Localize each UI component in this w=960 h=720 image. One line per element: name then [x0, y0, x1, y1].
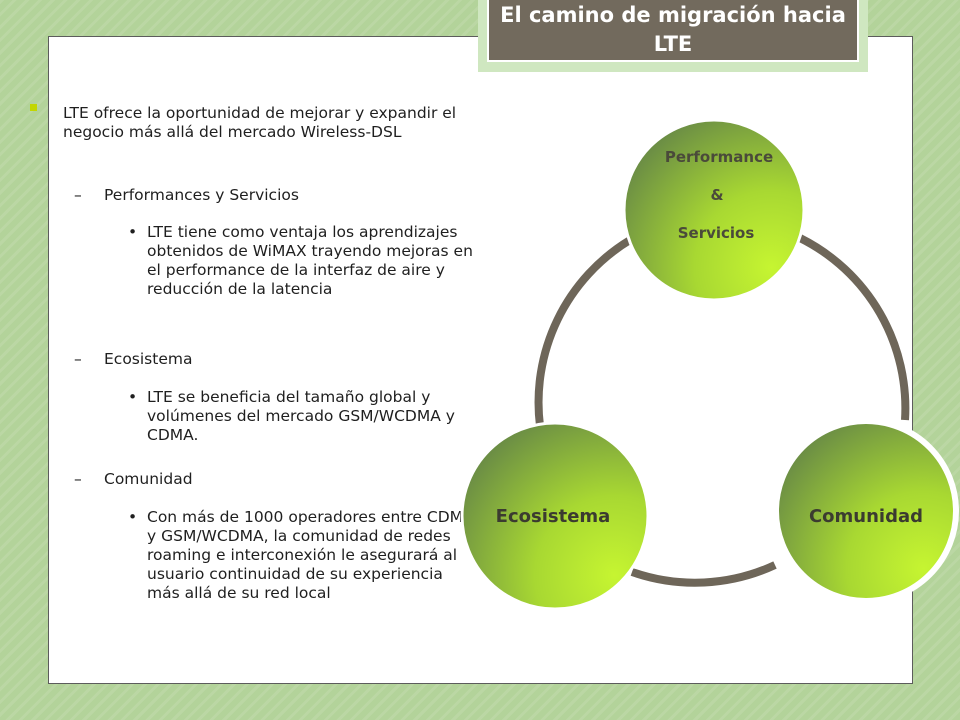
node-performance-line1: Performance — [665, 148, 773, 166]
slide-title: El camino de migración hacia LTE — [487, 0, 859, 62]
node-performance-line3: Servicios — [678, 224, 755, 242]
node-comunidad: Comunidad — [773, 418, 959, 604]
dot-bullet-icon: • — [128, 508, 138, 526]
title-frame: El camino de migración hacia LTE — [478, 0, 868, 72]
section-detail-comunidad: Con más de 1000 operadores entre CDMA y … — [147, 508, 474, 602]
dash-bullet-icon: – — [74, 470, 82, 488]
section-heading-ecosistema: Ecosistema — [104, 350, 193, 368]
node-performance-line2: & — [710, 186, 723, 204]
section-detail-performance: LTE tiene como ventaja los aprendizajes … — [147, 223, 473, 298]
dash-bullet-icon: – — [74, 186, 82, 204]
node-performance: Performance & Servicios — [622, 118, 806, 302]
node-comunidad-label: Comunidad — [809, 506, 923, 527]
cycle-arc-right — [798, 234, 910, 421]
dash-bullet-icon: – — [74, 350, 82, 368]
cycle-arc-left — [534, 236, 633, 427]
square-bullet-icon — [30, 104, 37, 111]
main-point-text: LTE ofrece la oportunidad de mejorar y e… — [63, 104, 457, 141]
node-ecosistema: Ecosistema — [460, 421, 650, 611]
cycle-arc-bottom — [630, 561, 777, 587]
section-heading-comunidad: Comunidad — [104, 470, 193, 488]
section-heading-performance: Performances y Servicios — [104, 186, 299, 204]
dot-bullet-icon: • — [128, 388, 138, 406]
node-ecosistema-label: Ecosistema — [496, 506, 611, 527]
section-detail-ecosistema: LTE se beneficia del tamaño global y vol… — [147, 388, 455, 444]
dot-bullet-icon: • — [128, 223, 138, 241]
